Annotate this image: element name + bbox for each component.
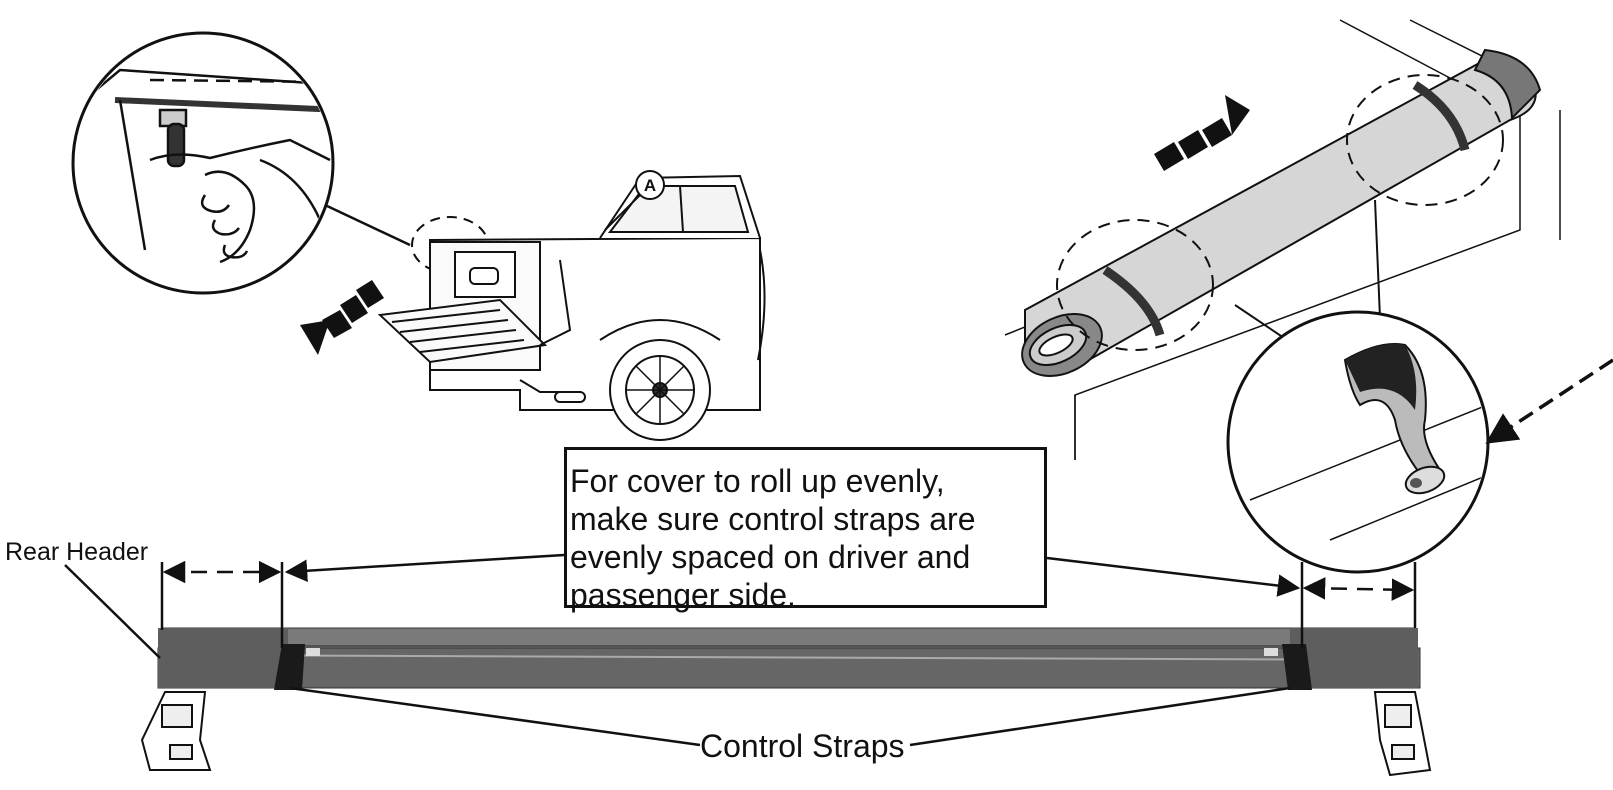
strap-hook-zoom xyxy=(1226,310,1490,574)
control-straps-label: Control Straps xyxy=(700,728,905,764)
rear-header-label: Rear Header xyxy=(5,538,149,566)
tailgate-latch-zoom xyxy=(71,31,411,295)
rail-clamp-right xyxy=(1373,691,1432,777)
instruction-line-3: evenly spaced on driver and xyxy=(570,539,971,575)
rail-clamp-left xyxy=(140,691,212,771)
leader-lines xyxy=(64,553,1301,747)
instruction-line-2: make sure control straps are xyxy=(570,501,976,537)
control-strap-right xyxy=(1264,644,1312,690)
dimension-marks xyxy=(160,560,1417,648)
rolled-cover-view xyxy=(1004,19,1561,460)
instruction-line-4: passenger side. xyxy=(570,577,796,613)
control-strap-left xyxy=(274,644,320,690)
roll-direction-arrow xyxy=(1154,95,1250,171)
open-direction-arrow xyxy=(300,280,384,355)
rear-header-rail xyxy=(157,627,1421,689)
instruction-line-1: For cover to roll up evenly, xyxy=(570,463,945,499)
instruction-note: For cover to roll up evenly, make sure c… xyxy=(564,447,1047,613)
pickup-truck xyxy=(377,170,766,441)
hook-pointer-arrow xyxy=(1485,358,1613,444)
callout-a-letter: A xyxy=(644,176,656,195)
